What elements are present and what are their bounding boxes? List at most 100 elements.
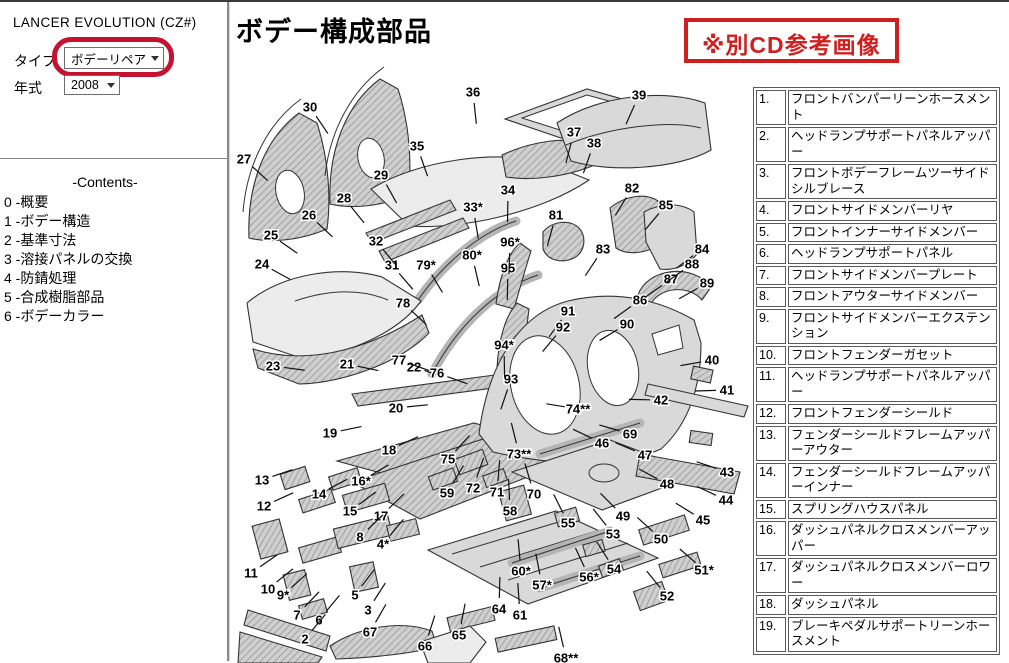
part-label: 88 bbox=[685, 257, 699, 272]
part-number: 8. bbox=[756, 287, 786, 307]
part-label: 57* bbox=[532, 578, 552, 593]
part-number: 11. bbox=[756, 367, 786, 402]
type-select[interactable]: ボデーリペア bbox=[64, 47, 164, 69]
contents-item[interactable]: 2 -基準寸法 bbox=[4, 231, 132, 250]
table-row: 1.フロントバンパーリーンホースメント bbox=[756, 90, 997, 125]
part-label: 35 bbox=[410, 139, 424, 154]
part-label: 34 bbox=[501, 183, 516, 198]
part-label: 26 bbox=[302, 208, 316, 223]
table-row: 19.ブレーキペダルサポートリーンホースメント bbox=[756, 617, 997, 652]
cd-reference-notice: ※別CD参考画像 bbox=[684, 18, 899, 63]
part-label: 48 bbox=[660, 477, 674, 492]
part-label: 42 bbox=[654, 393, 668, 408]
table-row: 8.フロントアウターサイドメンバー bbox=[756, 287, 997, 307]
leader-line bbox=[474, 103, 476, 124]
part-label: 51* bbox=[694, 563, 714, 578]
contents-item[interactable]: 0 -概要 bbox=[4, 193, 132, 212]
part-label: 15 bbox=[343, 504, 357, 519]
part-label: 55 bbox=[561, 516, 575, 531]
part-number: 6. bbox=[756, 244, 786, 264]
contents-item[interactable]: 1 -ボデー構造 bbox=[4, 212, 132, 231]
part-name: フロントサイドメンバーリヤ bbox=[788, 201, 997, 221]
part-label: 44 bbox=[719, 493, 734, 508]
part-label: 58 bbox=[503, 504, 517, 519]
type-label: タイプ bbox=[14, 51, 56, 71]
part-label: 65 bbox=[452, 628, 466, 643]
contents-item[interactable]: 5 -合成樹脂部品 bbox=[4, 288, 132, 307]
chevron-down-icon bbox=[107, 83, 115, 88]
part-label: 90 bbox=[620, 317, 634, 332]
part-number: 18. bbox=[756, 595, 786, 615]
part-label: 83 bbox=[596, 242, 610, 257]
part-label: 64 bbox=[492, 602, 507, 617]
part-number: 15. bbox=[756, 500, 786, 520]
part-label: 25 bbox=[264, 228, 278, 243]
part-label: 86 bbox=[633, 293, 647, 308]
part-label: 54 bbox=[607, 562, 622, 577]
contents-item[interactable]: 4 -防錆処理 bbox=[4, 269, 132, 288]
part-name: ダッシュパネル bbox=[788, 595, 997, 615]
part-label: 20 bbox=[389, 401, 403, 416]
table-row: 4.フロントサイドメンバーリヤ bbox=[756, 201, 997, 221]
leader-line bbox=[341, 427, 362, 431]
type-select-value: ボデーリペア bbox=[71, 49, 146, 68]
part-label: 45 bbox=[696, 513, 710, 528]
part-label: 19 bbox=[323, 426, 337, 441]
contents-item[interactable]: 6 -ボデーカラー bbox=[4, 307, 132, 326]
part-label: 41 bbox=[720, 383, 734, 398]
leader-line bbox=[499, 577, 500, 598]
sidebar: LANCER EVOLUTION (CZ#) タイプ ボデーリペア 年式 200… bbox=[0, 2, 227, 661]
part-number: 19. bbox=[756, 617, 786, 652]
part-label: 70 bbox=[527, 487, 541, 502]
part-name: フロントインナーサイドメンバー bbox=[788, 223, 997, 243]
part-label: 32 bbox=[369, 234, 383, 249]
sidebar-divider bbox=[0, 158, 227, 162]
part-label: 4* bbox=[377, 537, 390, 552]
part-label: 60* bbox=[511, 564, 531, 579]
part-label: 56* bbox=[579, 570, 599, 585]
part-label: 24 bbox=[255, 257, 270, 272]
leader-line bbox=[375, 604, 385, 622]
part-label: 84 bbox=[695, 242, 710, 257]
part-name: フロントバンパーリーンホースメント bbox=[788, 90, 997, 125]
part-label: 75 bbox=[441, 452, 455, 467]
part-label: 33* bbox=[463, 200, 483, 215]
part-number: 16. bbox=[756, 521, 786, 556]
part-label: 61 bbox=[513, 608, 527, 623]
part-label: 12 bbox=[257, 499, 271, 514]
part-label: 28 bbox=[337, 191, 351, 206]
part-label: 43 bbox=[720, 465, 734, 480]
part-number: 1. bbox=[756, 90, 786, 125]
part-label: 74** bbox=[566, 402, 592, 417]
part-label: 66 bbox=[418, 639, 432, 654]
leader-line bbox=[399, 273, 413, 289]
car-part-shapes bbox=[238, 67, 748, 663]
part-label: 68** bbox=[554, 651, 580, 663]
table-row: 12.フロントフェンダーシールド bbox=[756, 404, 997, 424]
part-label: 76 bbox=[430, 366, 444, 381]
part-label: 9* bbox=[277, 588, 290, 603]
part-number: 10. bbox=[756, 346, 786, 366]
part-label: 81 bbox=[549, 208, 563, 223]
table-row: 7.フロントサイドメンバープレート bbox=[756, 266, 997, 286]
part-label: 36 bbox=[466, 85, 480, 100]
contents-item[interactable]: 3 -溶接パネルの交換 bbox=[4, 250, 132, 269]
part-label: 14 bbox=[312, 487, 327, 502]
part-name: フロントアウターサイドメンバー bbox=[788, 287, 997, 307]
table-row: 3.フロントボデーフレームツーサイドシルブレース bbox=[756, 164, 997, 199]
leader-line bbox=[280, 241, 297, 253]
leader-line bbox=[274, 493, 293, 502]
leader-line bbox=[407, 405, 428, 407]
part-label: 67 bbox=[363, 625, 377, 640]
part-label: 94* bbox=[494, 338, 514, 353]
part-label: 7 bbox=[293, 608, 300, 623]
year-select[interactable]: 2008 bbox=[64, 75, 120, 95]
leader-line bbox=[272, 269, 290, 279]
leader-line bbox=[474, 266, 479, 286]
part-label: 91 bbox=[561, 304, 575, 319]
table-row: 15.スプリングハウスパネル bbox=[756, 500, 997, 520]
table-row: 2.ヘッドランプサポートパネルアッパー bbox=[756, 127, 997, 162]
